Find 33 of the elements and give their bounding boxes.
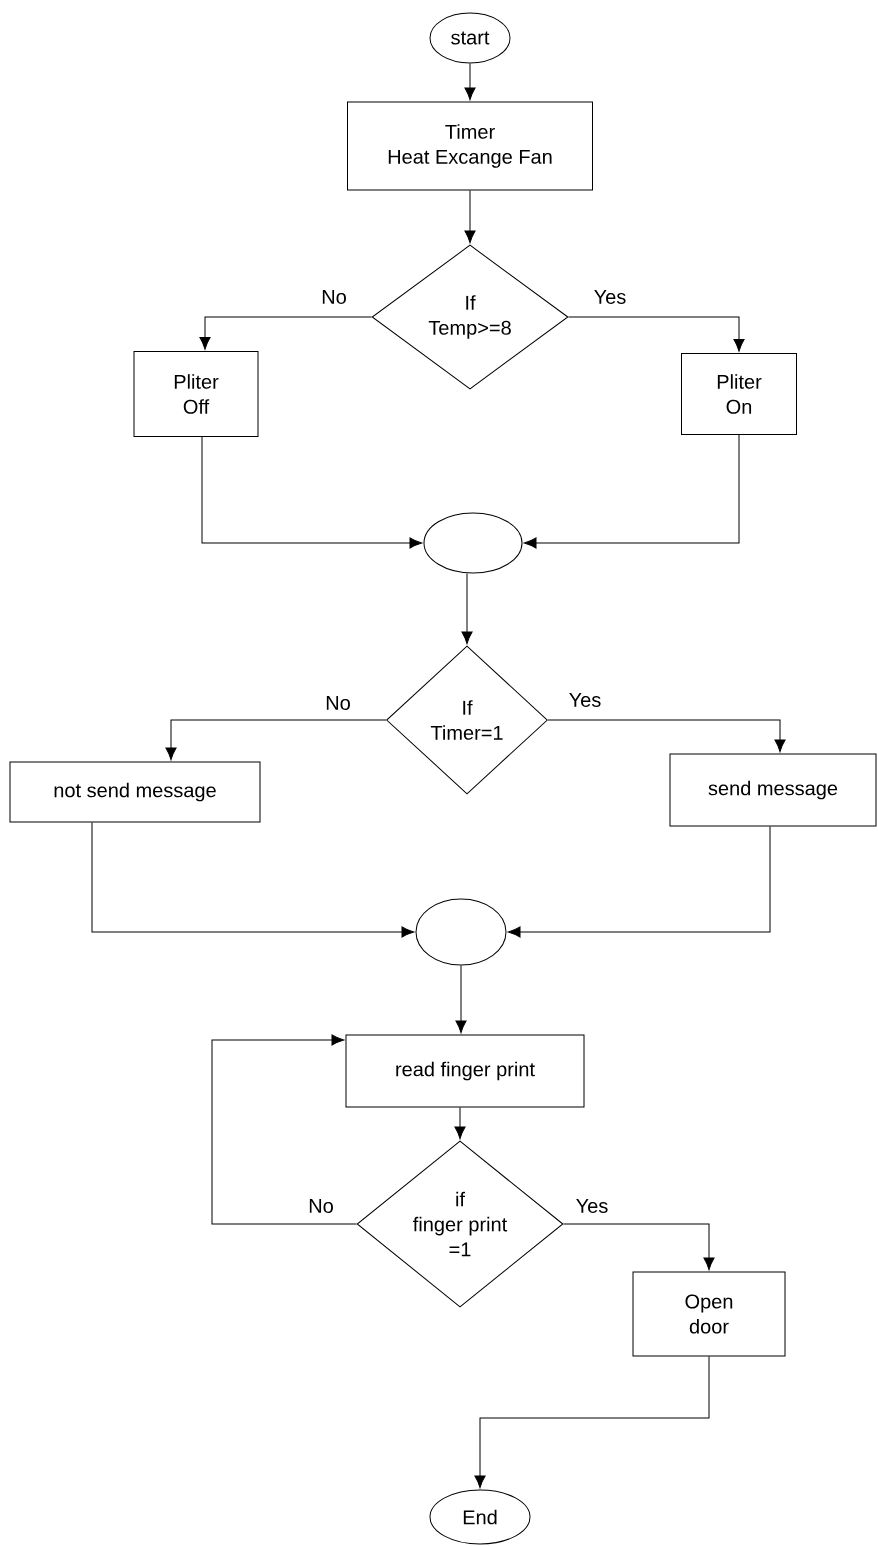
process-box: Open door — [632, 1271, 786, 1357]
connector-oval — [415, 898, 507, 966]
edge-label: Yes — [574, 1198, 610, 1214]
arrow — [461, 573, 473, 645]
edge-label: No — [307, 1198, 335, 1214]
terminal-oval: start — [429, 12, 511, 64]
process-box: Pliter On — [681, 353, 797, 435]
terminal-oval: End — [429, 1489, 531, 1545]
arrow — [464, 190, 476, 244]
process-box: read finger print — [345, 1034, 585, 1108]
arrow — [199, 316, 372, 350]
edge-label: Yes — [592, 289, 628, 305]
arrow — [474, 1356, 710, 1489]
arrow — [454, 1107, 466, 1140]
edge-label: No — [324, 695, 352, 711]
process-box: Pliter Off — [133, 351, 259, 437]
arrow — [91, 822, 415, 938]
arrow — [507, 826, 771, 938]
edge-label: Yes — [567, 692, 603, 708]
connector-oval — [423, 512, 523, 574]
edge-label: No — [320, 289, 348, 305]
process-box: Timer Heat Excange Fan — [347, 101, 593, 191]
arrow — [563, 1223, 715, 1271]
process-box: not send message — [9, 761, 261, 823]
arrow — [464, 63, 476, 101]
arrow — [165, 719, 387, 761]
arrow — [547, 719, 786, 753]
arrow — [455, 965, 467, 1034]
arrow — [211, 1034, 357, 1225]
arrow — [568, 316, 745, 352]
process-box: send message — [669, 753, 877, 827]
arrow — [201, 436, 423, 549]
arrow — [523, 434, 740, 549]
